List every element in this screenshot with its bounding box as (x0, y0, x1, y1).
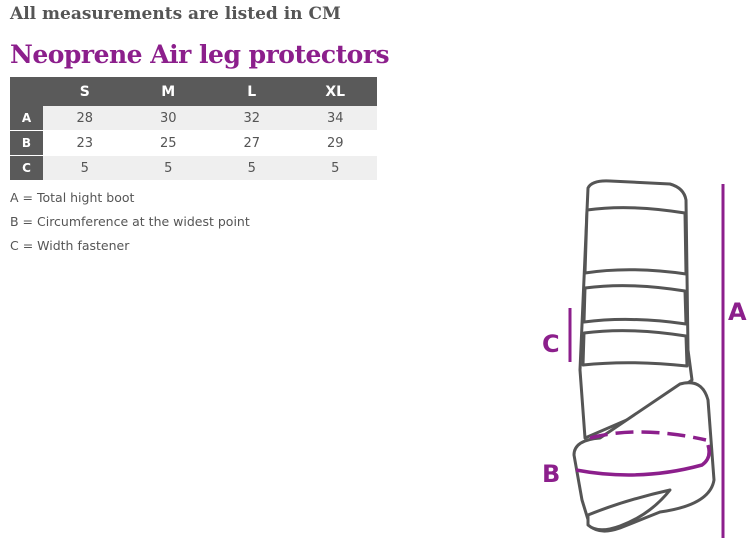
table-cell: 25 (126, 130, 210, 156)
table-row-b: B 23 25 27 29 (10, 130, 377, 156)
size-header-l: L (210, 77, 294, 106)
table-cell: 32 (210, 106, 294, 131)
table-cell: 5 (293, 155, 377, 181)
size-header-m: M (126, 77, 210, 106)
size-header-xl: XL (293, 77, 377, 106)
table-row-c: C 5 5 5 5 (10, 155, 377, 181)
table-cell: 28 (43, 106, 127, 131)
table-cell: 27 (210, 130, 294, 156)
measurement-legend: A = Total hight boot B = Circumference a… (10, 186, 250, 258)
row-label: A (10, 106, 43, 131)
row-label: B (10, 130, 43, 156)
table-cell: 29 (293, 130, 377, 156)
table-cell: 5 (210, 155, 294, 181)
table-cell: 5 (43, 155, 127, 181)
table-cell: 30 (126, 106, 210, 131)
row-label: C (10, 155, 43, 181)
legend-item-c: C = Width fastener (10, 238, 130, 253)
legend-item-a: A = Total hight boot (10, 190, 135, 205)
table-cell: 23 (43, 130, 127, 156)
label-c: C (542, 330, 560, 358)
label-b: B (542, 460, 560, 488)
boot-outline (572, 179, 716, 533)
table-row-a: A 28 30 32 34 (10, 106, 377, 131)
circumference-solid-line (575, 444, 711, 477)
size-header-row: S M L XL (10, 77, 377, 106)
legend-item-b: B = Circumference at the widest point (10, 214, 250, 229)
table-cell: 5 (126, 155, 210, 181)
circumference-dashed-line (589, 430, 707, 442)
table-corner (10, 77, 43, 106)
product-title: Neoprene Air leg protectors (10, 40, 390, 69)
size-header-s: S (43, 77, 127, 106)
label-a: A (728, 298, 747, 326)
leg-protector-diagram: A B C (542, 179, 747, 538)
measurement-note: All measurements are listed in CM (10, 4, 341, 24)
table-cell: 34 (293, 106, 377, 131)
size-table: S M L XL A 28 30 32 34 B 23 25 27 29 C 5… (10, 77, 377, 181)
